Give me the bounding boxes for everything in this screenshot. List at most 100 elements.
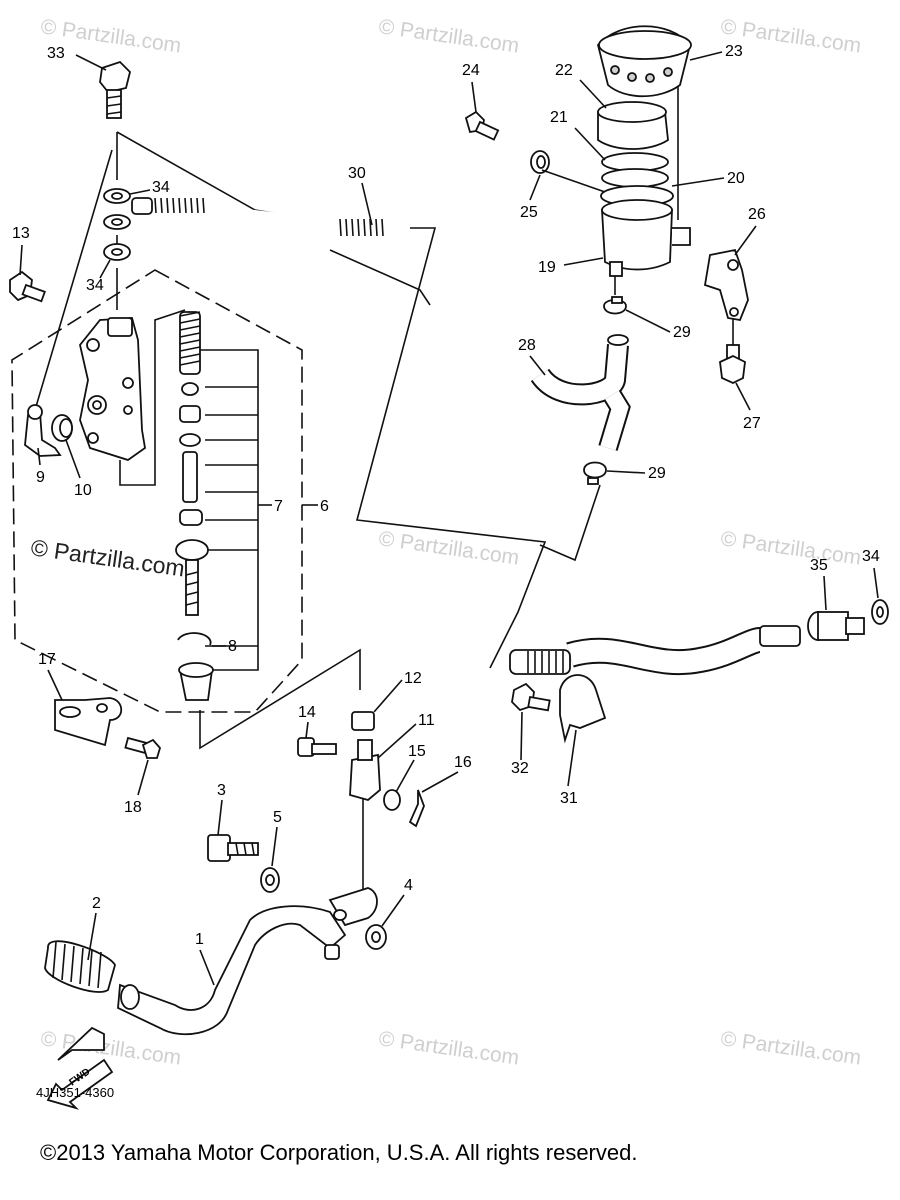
callout-4: 4 [404,877,413,894]
part-32-bolt [511,682,551,712]
hose-rib [345,218,348,237]
callout-28: 28 [518,337,536,354]
part-11-clevis [349,739,381,801]
part-23-reservoir-guard [597,25,692,98]
watermark-text: © Partzilla.com [39,1027,182,1069]
callout-numbers: 33 34 34 13 9 10 7 6 8 30 24 22 23 21 20… [12,43,880,948]
part-4-washer [365,924,387,950]
hose-rib [166,197,169,214]
part-12-nut [351,711,375,731]
spring-coil [179,339,201,345]
spring-coil [179,346,201,352]
part-26-bracket [703,248,749,322]
callout-32: 32 [511,760,529,777]
spring-coil [179,325,201,331]
part-28-reservoir-hose [530,334,631,451]
part-30-brake-hose [131,197,411,237]
callout-34-upper: 34 [152,179,170,196]
rubber-rib [79,947,84,985]
watermark-text: © Partzilla.com [719,527,862,569]
spring-coil [179,353,201,359]
part-29-hose-clamp-lower [583,461,607,485]
part-14-pin [297,737,337,757]
callout-26: 26 [748,206,766,223]
part-33-union-bolt [99,60,131,119]
callout-2: 2 [92,895,101,912]
hose-rib [172,197,175,214]
spring-coil [179,311,201,317]
part-16-cotter-pin [408,789,425,828]
copyright-notice: ©2013 Yamaha Motor Corporation, U.S.A. A… [40,1140,637,1165]
part-10-cap [51,414,73,442]
hose-rib [184,197,187,214]
hose-rib [369,218,372,237]
part-7-piston-kit [175,311,209,616]
part-13-bolt [9,270,46,303]
hose-rib [351,218,354,237]
watermark-dark: © Partzilla.com [29,534,186,581]
part-8-circlip [177,632,212,646]
part-19-reservoir-tank [601,199,691,277]
part-34-washer-upper [103,188,131,230]
callout-30: 30 [348,165,366,182]
callout-15: 15 [408,743,426,760]
callout-17: 17 [38,651,56,668]
watermark-text: © Partzilla.com [719,1027,862,1069]
callout-12: 12 [404,670,422,687]
callout-23: 23 [725,43,743,60]
hose-rib [381,218,384,237]
hose-rib [154,197,157,214]
callout-16: 16 [454,754,472,771]
rubber-rib [88,949,93,987]
part-25-clip [530,150,550,174]
callout-14: 14 [298,704,316,721]
leader-lines [34,40,734,890]
rubber-rib [52,941,57,979]
part-29-hose-clamp-upper [603,296,627,315]
part-9-banjo-fitting [24,404,62,457]
callout-33: 33 [47,45,65,62]
callout-35: 35 [810,557,828,574]
callout-11: 11 [418,712,435,729]
rubber-rib [61,943,66,981]
callout-34-lower: 34 [86,277,104,294]
hose-rib [375,218,378,237]
spring-coil [179,318,201,324]
callout-3: 3 [217,782,226,799]
hose-rib [339,218,342,237]
part-17-bracket [54,697,123,747]
part-18-bolt [124,736,162,759]
assembly-6-outline [11,269,303,713]
part-15-washer [383,789,401,811]
callout-7: 7 [274,498,283,515]
part-boot [178,662,214,701]
callout-9: 9 [36,469,45,486]
part-lower-brake-hose [509,625,801,676]
callout-22: 22 [555,62,573,79]
rubber-rib [97,951,102,989]
watermark-text: © Partzilla.com [377,15,520,57]
callout-5: 5 [273,809,282,826]
hose-rib [190,197,193,214]
part-22-reservoir-cap [597,101,669,150]
callout-1: 1 [195,931,204,948]
part-master-cylinder-body [79,317,146,461]
part-27-bolt [719,344,746,384]
part-3-pivot-bolt [207,834,259,862]
spring-coil [179,332,201,338]
watermark-text: © Partzilla.com [377,527,520,569]
part-24-screw [464,110,500,141]
part-34-washer-right [871,599,889,625]
callout-leaders [19,51,879,986]
callout-6: 6 [320,498,329,515]
callout-29-lower: 29 [648,465,666,482]
hose-rib [196,197,199,214]
callout-27: 27 [743,415,761,432]
hose-rib [357,218,360,237]
watermark-text: © Partzilla.com [377,1027,520,1069]
spring-coil [179,360,201,366]
hose-rib [160,197,163,214]
callout-31: 31 [560,790,578,807]
